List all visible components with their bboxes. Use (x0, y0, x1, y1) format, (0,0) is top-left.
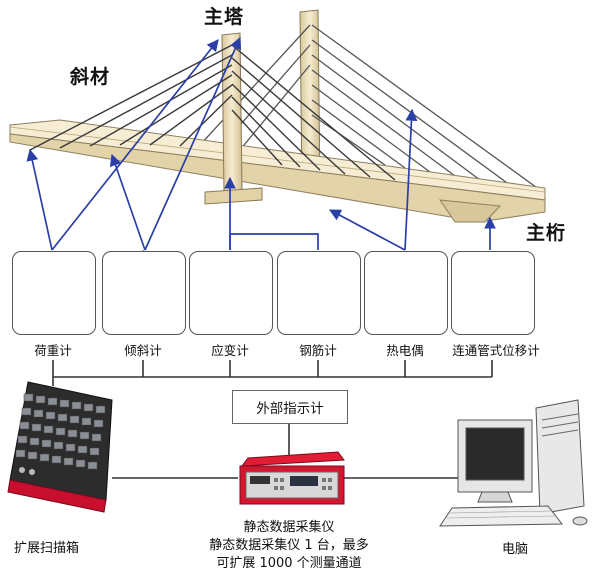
sensor-box-load-cell (12, 251, 96, 335)
sensor-wiring (52, 360, 493, 479)
strain-rebar-bracket (229, 233, 319, 250)
external-indicator-label: 外部指示计 (256, 401, 324, 417)
back-tower-cables (199, 24, 541, 191)
sensor-name-displacement-meter: 连通管式位移计 (452, 343, 540, 358)
scanner-box-label: 扩展扫描箱 (14, 541, 80, 556)
main-girder-label: 主桁 (526, 222, 567, 244)
static-data-logger-icon (239, 451, 345, 505)
computer-label: 电脑 (502, 542, 529, 557)
sensor-name-load-cell: 荷重计 (34, 343, 72, 358)
sensor-box-thermocouple (364, 251, 448, 335)
logger-label-line1: 静态数据采集仪 (243, 520, 335, 535)
expansion-scanner-box-icon (7, 381, 113, 513)
logger-label-line3: 可扩展 1000 个测量通道 (216, 556, 362, 571)
sensor-box-strain-gauge (189, 251, 273, 335)
sensor-name-inclinometer: 倾斜计 (124, 343, 162, 358)
sensor-box-inclinometer (102, 251, 186, 335)
main-tower-label: 主塔 (204, 6, 245, 28)
computer-icon (439, 399, 588, 527)
external-indicator-box: 外部指示计 (232, 390, 348, 424)
measurement-arrows (26, 36, 496, 251)
front-tower (204, 32, 263, 205)
stay-cable-label: 斜材 (70, 66, 111, 88)
cable-stayed-bridge (9, 9, 546, 223)
front-tower-cables (29, 44, 396, 181)
sensor-name-rebar-meter: 钢筋计 (299, 343, 337, 358)
sensor-box-rebar-meter (277, 251, 361, 335)
sensor-name-strain-gauge: 应变计 (211, 343, 249, 358)
logger-label-line2: 静态数据采集仪 1 台，最多 (209, 538, 369, 553)
sensor-name-thermocouple: 热电偶 (386, 343, 424, 358)
sensor-box-displacement-meter (451, 251, 535, 335)
